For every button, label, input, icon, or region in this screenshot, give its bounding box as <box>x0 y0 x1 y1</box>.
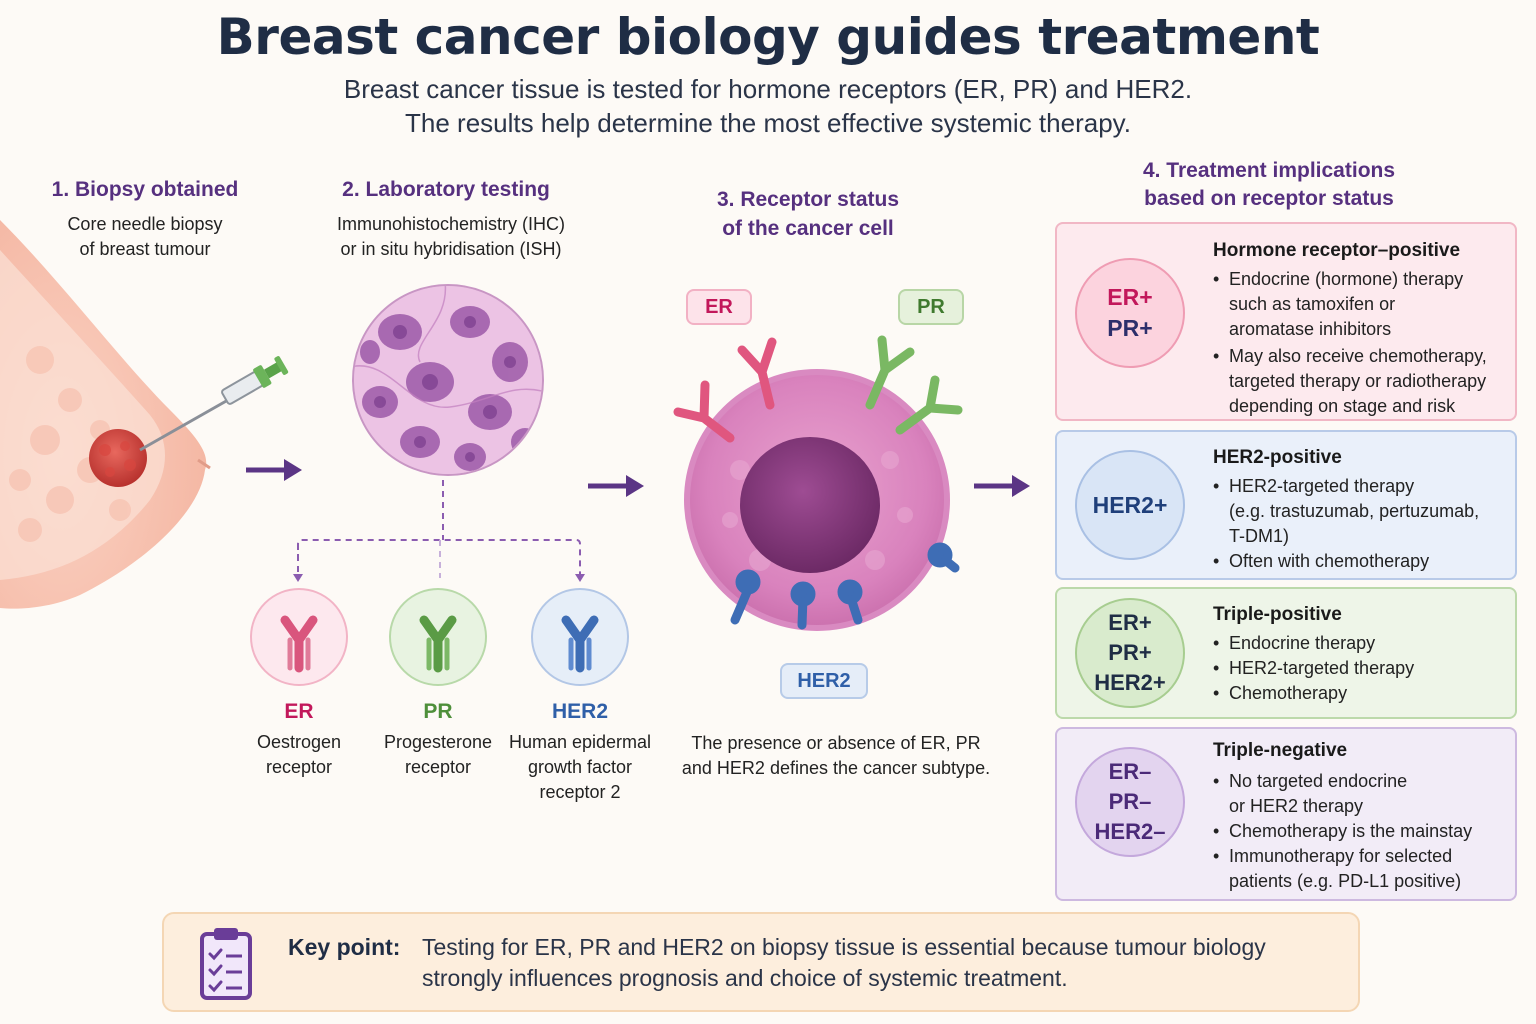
bullet-item: May also receive chemotherapy,targeted t… <box>1213 344 1513 419</box>
step-3-title-line-1: 3. Receptor status <box>716 188 900 211</box>
subtitle-line-1: Breast cancer tissue is tested for hormo… <box>343 74 1193 104</box>
card-heading: Triple-negative <box>1213 740 1348 761</box>
syringe-icon <box>221 356 289 405</box>
pr-desc-line-2: receptor <box>404 757 472 777</box>
subtitle-line-2: The results help determine the most effe… <box>405 108 1131 138</box>
nucleus <box>740 437 880 573</box>
er-receptor-circle <box>250 588 348 686</box>
er-desc-line-2: receptor <box>265 757 333 777</box>
her2-receptor-icon <box>561 615 599 673</box>
badge-er-pr-positive: ER+ PR+ <box>1075 258 1185 368</box>
her2-desc-line-1: Human epidermal <box>508 732 652 752</box>
badge-line: PR+ <box>1108 640 1152 665</box>
card-her2-positive: HER2+ HER2-positive HER2-targeted therap… <box>1055 430 1517 580</box>
badge-line: HER2+ <box>1092 491 1168 518</box>
card-triple-positive: ER+ PR+ HER2+ Triple-positive Endocrine … <box>1055 587 1517 719</box>
bullet-item: Chemotherapy is the mainstay <box>1213 819 1513 844</box>
er-label: ER <box>284 700 314 723</box>
step-3-desc-line-1: The presence or absence of ER, PR <box>691 733 981 753</box>
pr-tag: PR <box>898 289 964 325</box>
badge-line: HER2+ <box>1094 670 1166 695</box>
card-bullets: Endocrine therapy HER2-targeted therapy … <box>1213 631 1513 706</box>
clipboard-checklist-icon <box>200 928 252 1000</box>
her2-desc-line-3: receptor 2 <box>539 782 621 802</box>
card-heading: HER2-positive <box>1213 447 1342 468</box>
pr-receptor-icon <box>419 615 457 673</box>
pr-receptor-circle <box>389 588 487 686</box>
page-title: Breast cancer biology guides treatment <box>216 8 1320 66</box>
step-3-title-line-2: of the cancer cell <box>722 217 894 240</box>
key-point-label: Key point: <box>288 934 401 960</box>
biopsy-needle <box>139 398 229 452</box>
bullet-item: HER2-targeted therapy(e.g. trastuzumab, … <box>1213 474 1513 549</box>
arrow-step-3-to-4 <box>974 475 1030 497</box>
breast-biopsy-illustration <box>0 220 289 609</box>
step-1-desc-line-2: of breast tumour <box>79 239 211 259</box>
her2-desc-line-2: growth factor <box>527 757 633 777</box>
card-hormone-receptor-positive: ER+ PR+ Hormone receptor–positive Endocr… <box>1055 222 1517 421</box>
pr-label: PR <box>423 700 453 723</box>
histology-slide-image <box>352 284 544 476</box>
her2-label: HER2 <box>551 700 609 723</box>
tumour <box>89 429 147 487</box>
arrow-step-2-to-3 <box>588 475 644 497</box>
key-point-line-2: strongly influences prognosis and choice… <box>422 965 1068 991</box>
badge-line: ER– <box>1108 759 1152 784</box>
er-receptor-icon <box>280 615 318 673</box>
step-2-title: 2. Laboratory testing <box>342 178 550 201</box>
pr-receptor-on-cell <box>865 335 963 435</box>
badge-line: PR– <box>1108 789 1152 814</box>
er-receptor-on-cell <box>673 337 777 443</box>
her2-receptor-circle <box>531 588 629 686</box>
step-2-desc-line-2: or in situ hybridisation (ISH) <box>340 239 562 259</box>
step-1-title: 1. Biopsy obtained <box>51 178 239 201</box>
her2-receptor-on-cell <box>730 542 960 630</box>
badge-line: ER+ <box>1107 284 1153 310</box>
step-4-title-line-1: 4. Treatment implications <box>1142 159 1396 182</box>
card-bullets: HER2-targeted therapy(e.g. trastuzumab, … <box>1213 474 1513 574</box>
card-triple-negative: ER– PR– HER2– Triple-negative No targete… <box>1055 727 1517 901</box>
key-point-box: Key point: Testing for ER, PR and HER2 o… <box>162 912 1360 1012</box>
step-2-desc-line-1: Immunohistochemistry (IHC) <box>336 214 566 234</box>
card-heading: Triple-positive <box>1213 604 1342 625</box>
bullet-item: Chemotherapy <box>1213 681 1513 706</box>
badge-line: HER2– <box>1094 819 1166 844</box>
pr-desc-line-1: Progesterone <box>383 732 493 752</box>
bullet-item: Often with chemotherapy <box>1213 549 1513 574</box>
step-4-title-line-2: based on receptor status <box>1144 187 1394 210</box>
bullet-item: HER2-targeted therapy <box>1213 656 1513 681</box>
badge-line: PR+ <box>1107 315 1153 341</box>
er-desc-line-1: Oestrogen <box>256 732 342 752</box>
step-3-desc-line-2: and HER2 defines the cancer subtype. <box>681 758 991 778</box>
er-tag: ER <box>686 289 752 325</box>
bullet-item: Endocrine therapy <box>1213 631 1513 656</box>
badge-triple-positive: ER+ PR+ HER2+ <box>1075 598 1185 708</box>
cancer-cell-illustration <box>673 335 963 631</box>
card-heading: Hormone receptor–positive <box>1213 240 1461 261</box>
dashed-connectors <box>293 480 585 582</box>
key-point-line-1: Testing for ER, PR and HER2 on biopsy ti… <box>422 934 1266 960</box>
badge-triple-negative: ER– PR– HER2– <box>1075 747 1185 857</box>
her2-tag: HER2 <box>780 663 868 699</box>
arrow-step-1-to-2 <box>246 459 302 481</box>
badge-line: ER+ <box>1108 610 1152 635</box>
badge-her2-positive: HER2+ <box>1075 450 1185 560</box>
step-1-desc-line-1: Core needle biopsy <box>67 214 223 234</box>
